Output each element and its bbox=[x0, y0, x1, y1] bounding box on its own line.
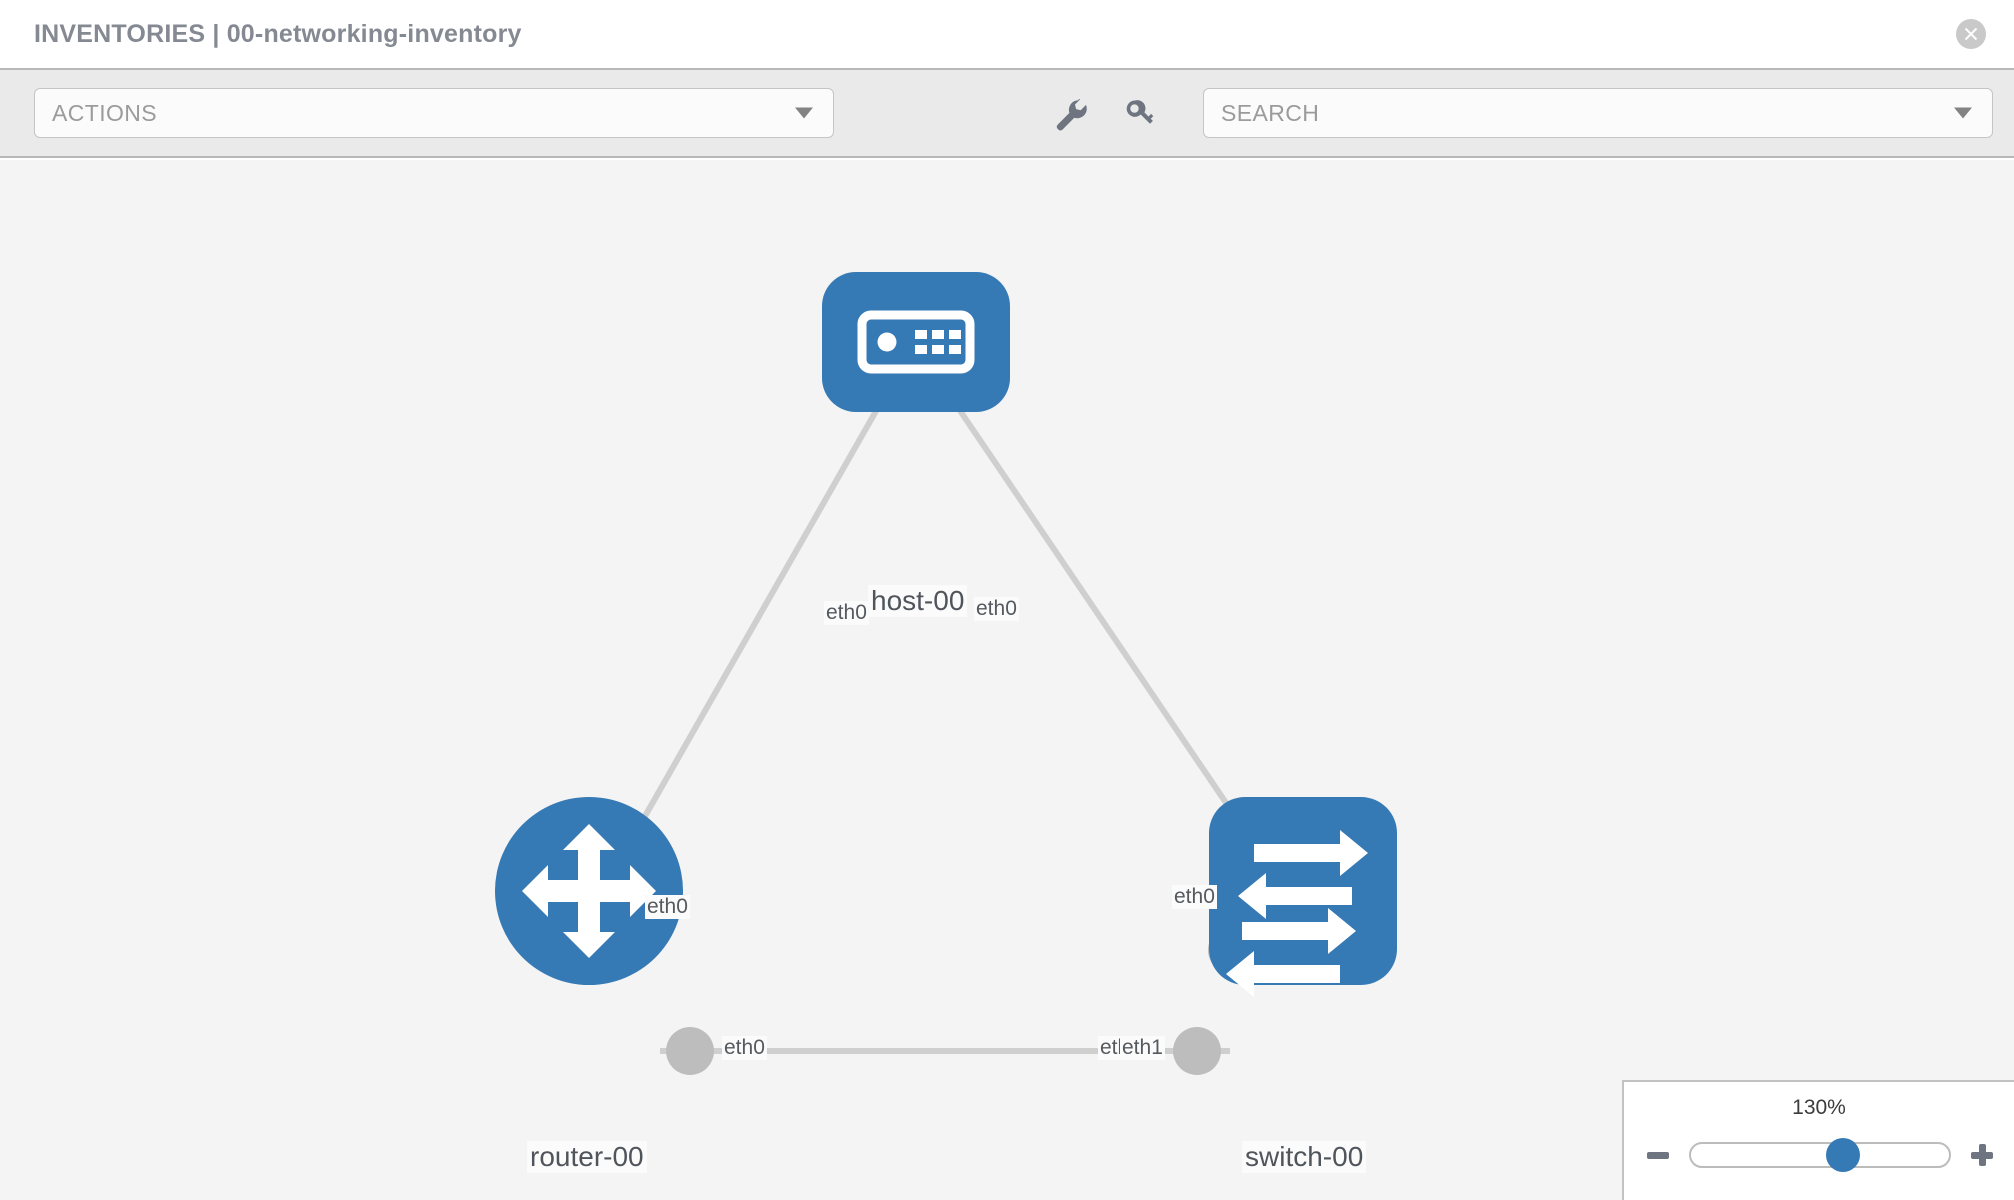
close-x-glyph bbox=[1964, 27, 1978, 41]
edge-label-router-switch-near-router: eth0 bbox=[722, 1036, 767, 1061]
node-switch-00[interactable] bbox=[1209, 797, 1397, 997]
server-device-icon bbox=[857, 310, 975, 374]
router-arrows-icon bbox=[522, 824, 656, 958]
zoom-slider-row bbox=[1624, 1134, 2014, 1176]
wrench-icon[interactable] bbox=[1051, 94, 1089, 132]
actions-dropdown-label: ACTIONS bbox=[52, 99, 158, 126]
interface-nub-switch-left[interactable] bbox=[1173, 1027, 1221, 1075]
topology-graph bbox=[495, 272, 1397, 1075]
tool-icon-group bbox=[1051, 94, 1159, 132]
zoom-percent-label: 130% bbox=[1792, 1096, 1846, 1119]
zoom-out-icon[interactable] bbox=[1647, 1151, 1669, 1159]
toolbar: ACTIONS SEARCH bbox=[0, 68, 2014, 158]
zoom-in-icon[interactable] bbox=[1971, 1144, 1993, 1166]
zoom-slider-track[interactable] bbox=[1689, 1138, 1951, 1172]
topology-canvas[interactable]: eth0 eth0 eth0 eth0 eth0 eth0 eth1 host-… bbox=[0, 160, 2014, 1200]
key-icon[interactable] bbox=[1121, 94, 1159, 132]
search-input[interactable]: SEARCH bbox=[1203, 88, 1993, 138]
page-header: INVENTORIES | 00-networking-inventory bbox=[0, 0, 2014, 68]
chevron-down-icon bbox=[795, 107, 813, 119]
node-label-switch-00: switch-00 bbox=[1242, 1141, 1367, 1174]
edge-host-switch[interactable] bbox=[943, 388, 1261, 852]
node-router-00[interactable] bbox=[495, 797, 683, 985]
edge-label-host-router-near-router: eth0 bbox=[645, 895, 690, 920]
edge-label-host-router-near-host: eth0 bbox=[824, 601, 869, 626]
page-title: INVENTORIES | 00-networking-inventory bbox=[34, 19, 522, 48]
close-icon[interactable] bbox=[1956, 19, 1986, 49]
node-host-00[interactable] bbox=[822, 272, 1010, 412]
search-placeholder: SEARCH bbox=[1221, 99, 1320, 126]
edge-host-router[interactable] bbox=[617, 388, 891, 862]
switch-arrows-icon bbox=[1226, 830, 1368, 997]
node-label-host-00: host-00 bbox=[868, 585, 968, 618]
edge-label-host-switch-near-host: eth0 bbox=[974, 597, 1019, 622]
edge-label-router-switch-near-switch-b: eth1 bbox=[1120, 1036, 1165, 1061]
actions-dropdown[interactable]: ACTIONS bbox=[34, 88, 834, 138]
edge-label-host-switch-near-switch: eth0 bbox=[1172, 885, 1217, 910]
zoom-slider-thumb[interactable] bbox=[1826, 1138, 1861, 1172]
node-label-router-00: router-00 bbox=[527, 1141, 647, 1174]
chevron-down-icon bbox=[1954, 107, 1972, 119]
zoom-control-panel: 130% bbox=[1622, 1080, 2014, 1200]
interface-nub-router-right[interactable] bbox=[666, 1027, 714, 1075]
